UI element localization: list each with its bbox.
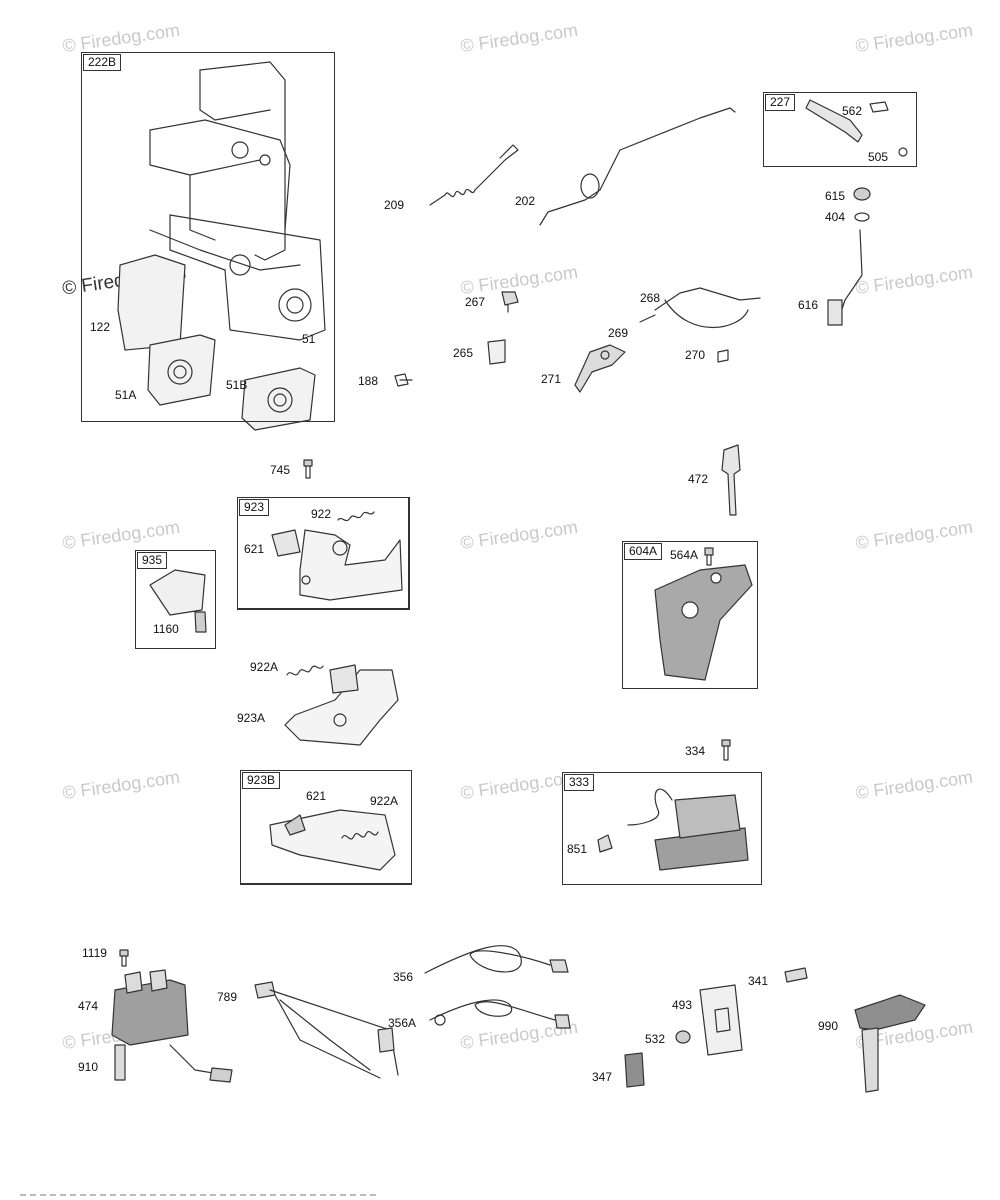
- callout-789: 789: [217, 990, 238, 1004]
- callout-1160: 1160: [153, 622, 179, 636]
- ground-wire-drawing: [424, 945, 571, 1029]
- callout-334: 334: [685, 744, 706, 758]
- callout-271: 271: [541, 372, 562, 386]
- callout-268: 268: [640, 291, 661, 305]
- group-label-227: 227: [765, 94, 796, 111]
- callout-356a: 356A: [388, 1016, 417, 1030]
- callout-267: 267: [465, 295, 486, 309]
- callout-270: 270: [685, 348, 706, 362]
- callout-616: 616: [798, 298, 819, 312]
- bracket-935-drawing: [149, 569, 207, 633]
- group-label-222B: 222B: [83, 54, 122, 71]
- screw-745-drawing: [303, 459, 313, 479]
- ignition-coil-drawing: [597, 788, 749, 871]
- governor-control-a-drawing: [284, 664, 399, 746]
- governor-spring-drawing: [429, 144, 519, 206]
- callout-347: 347: [592, 1070, 613, 1084]
- choke-cable-drawing: [639, 287, 761, 363]
- group-label-923: 923: [239, 499, 270, 516]
- armature-drawing: [111, 949, 233, 1083]
- group-label-923B: 923B: [242, 772, 281, 789]
- callout-910: 910: [78, 1060, 99, 1074]
- callout-265: 265: [453, 346, 474, 360]
- lever-drawing: [805, 99, 908, 157]
- callout-209: 209: [384, 198, 405, 212]
- callout-51: 51: [302, 332, 316, 346]
- callout-922a: 922A: [250, 660, 279, 674]
- callout-493: 493: [672, 998, 693, 1012]
- shroud-604A-drawing: [654, 547, 753, 681]
- screw-334-drawing: [721, 739, 731, 761]
- stop-switch-drawing: [624, 967, 808, 1088]
- group-label-333: 333: [564, 774, 595, 791]
- callout-851: 851: [567, 842, 588, 856]
- callout-474: 474: [78, 999, 99, 1013]
- callout-745: 745: [270, 463, 291, 477]
- group-label-604A: 604A: [624, 543, 663, 560]
- group-box-923B: 923B: [240, 770, 412, 885]
- callout-923a: 923A: [237, 711, 266, 725]
- footer-divider: [20, 1194, 380, 1196]
- control-bracket-drawing: [117, 61, 326, 431]
- governor-control-drawing: [271, 511, 403, 601]
- group-label-935: 935: [137, 552, 168, 569]
- group-box-604A: 604A: [622, 541, 758, 689]
- governor-control-b-drawing: [269, 809, 396, 871]
- callout-188: 188: [358, 374, 379, 388]
- group-box-935: 935: [135, 550, 216, 649]
- handle-990-drawing: [854, 994, 926, 1093]
- callout-404: 404: [825, 210, 846, 224]
- callout-356: 356: [393, 970, 414, 984]
- callout-472: 472: [688, 472, 709, 486]
- callout-505: 505: [868, 150, 889, 164]
- callout-562: 562: [842, 104, 863, 118]
- group-box-227: 227: [763, 92, 917, 167]
- dipstick-472-drawing: [721, 444, 741, 516]
- group-box-222B: 222B: [81, 52, 335, 422]
- governor-link-drawing: [539, 107, 736, 226]
- callout-269: 269: [608, 326, 629, 340]
- group-box-333: 333: [562, 772, 762, 885]
- callout-341: 341: [748, 974, 769, 988]
- callout-990: 990: [818, 1019, 839, 1033]
- callout-1119: 1119: [82, 946, 107, 960]
- callout-51a: 51A: [115, 388, 137, 402]
- callout-122: 122: [90, 320, 111, 334]
- callout-922: 922: [311, 507, 332, 521]
- callout-621: 621: [306, 789, 327, 803]
- callout-621: 621: [244, 542, 265, 556]
- small-fasteners-drawing: [394, 291, 519, 387]
- callout-532: 532: [645, 1032, 666, 1046]
- control-lever-drawing: [574, 344, 626, 393]
- callout-564a: 564A: [670, 548, 699, 562]
- callout-202: 202: [515, 194, 536, 208]
- wire-harness-drawing: [254, 981, 399, 1079]
- callout-51b: 51B: [226, 378, 248, 392]
- callout-615: 615: [825, 189, 846, 203]
- callout-922a: 922A: [370, 794, 399, 808]
- dipstick-drawing: [827, 187, 871, 326]
- group-box-923: 923: [237, 497, 410, 610]
